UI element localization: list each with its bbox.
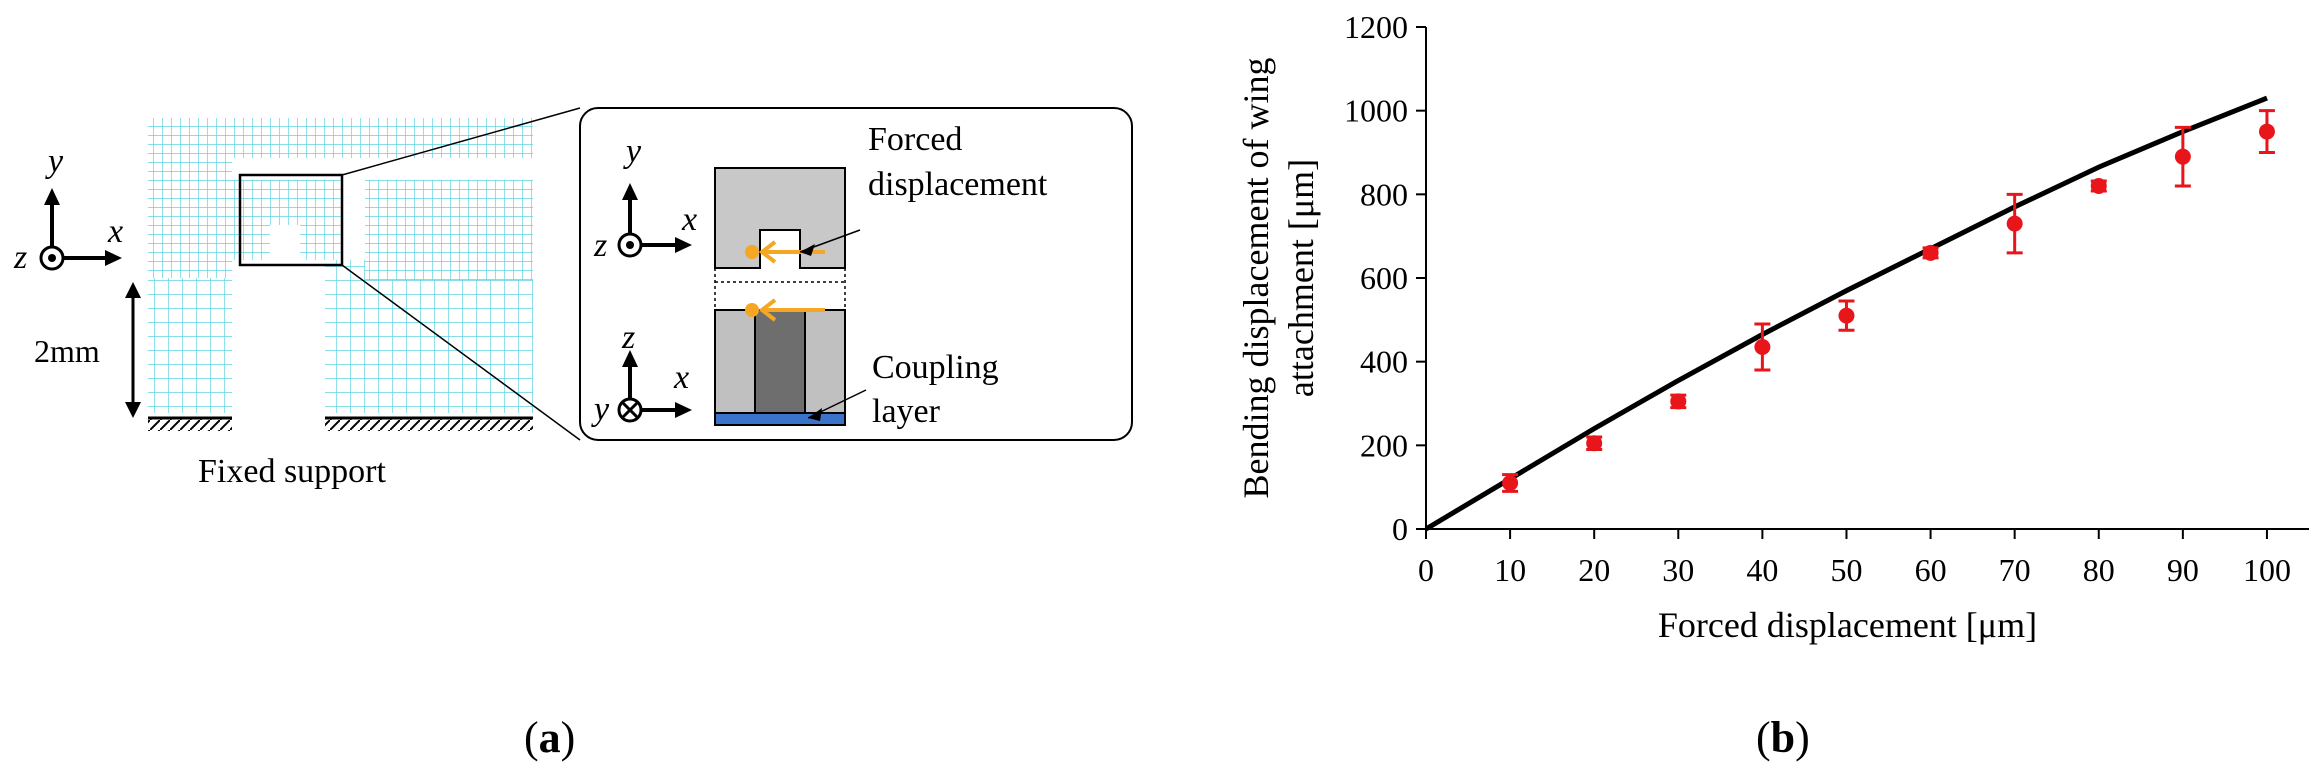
- panel-a-label: (a): [524, 713, 575, 762]
- x-tick-label: 70: [1999, 552, 2031, 588]
- axis-label-y: y: [45, 143, 64, 180]
- force-arrow-top: [745, 240, 825, 264]
- x-tick-label: 0: [1418, 552, 1434, 588]
- data-point: [1754, 339, 1771, 356]
- force-arrow-bottom: [745, 298, 825, 322]
- panel-a-diagram: y z x 2mm Fixed support y: [13, 107, 1133, 762]
- y-tick-label: 1000: [1344, 93, 1408, 129]
- mesh-structure: [148, 118, 533, 413]
- data-point: [1922, 244, 1939, 261]
- data-point: [2090, 177, 2107, 194]
- x-tick-label: 60: [1915, 552, 1947, 588]
- data-point: [1838, 307, 1855, 324]
- fixed-support-right: [325, 416, 533, 431]
- scale-bar: [125, 282, 141, 418]
- y-tick-label: 400: [1360, 344, 1408, 380]
- inset-top-axis-x: x: [681, 201, 697, 238]
- data-point: [1502, 474, 1519, 491]
- data-point: [1586, 435, 1603, 452]
- inset-bottom-axis-y: y: [591, 391, 610, 428]
- x-tick-label: 10: [1494, 552, 1526, 588]
- inset-top-view-shape: [714, 167, 846, 269]
- inset-forced-label-2: displacement: [868, 166, 1048, 203]
- side-view-center: [754, 309, 806, 414]
- y-axis-label-line1: Bending displacement of wing: [1236, 58, 1276, 499]
- data-point: [2174, 148, 2191, 165]
- y-tick-label: 0: [1392, 511, 1408, 547]
- inset-bottom-axis-z: z: [621, 319, 635, 356]
- inset-bottom-axes: [617, 350, 692, 423]
- y-tick-label: 200: [1360, 427, 1408, 463]
- x-tick-label: 20: [1578, 552, 1610, 588]
- coupling-layer: [714, 412, 846, 426]
- x-tick-label: 40: [1746, 552, 1778, 588]
- x-tick-label: 100: [2243, 552, 2291, 588]
- fixed-support-left: [148, 416, 232, 431]
- y-tick-label: 800: [1360, 176, 1408, 212]
- axis-label-x: x: [107, 213, 123, 250]
- fixed-support-label: Fixed support: [198, 453, 387, 490]
- chart-panel-b: 0 200 400 600 800 1000 1200 0 10 20 30 40 50 60 70 80 90…: [1236, 9, 2309, 645]
- axis-label-z: z: [13, 239, 27, 276]
- data-point: [1670, 393, 1687, 410]
- inset-top-axes: [617, 183, 692, 258]
- inset-bottom-axis-x: x: [673, 359, 689, 396]
- side-view-left: [714, 309, 756, 414]
- side-view-right: [804, 309, 846, 414]
- zoom-region-box: [238, 173, 344, 267]
- x-tick-label: 50: [1830, 552, 1862, 588]
- y-tick-label: 1200: [1344, 9, 1408, 45]
- y-axis-label-line2: attachment [μm]: [1281, 159, 1321, 397]
- x-tick-label: 90: [2167, 552, 2199, 588]
- data-point: [2006, 215, 2023, 232]
- data-point: [2258, 123, 2275, 140]
- inset-top-axis-z: z: [593, 227, 607, 264]
- scale-label: 2mm: [34, 333, 100, 369]
- x-axis-label: Forced displacement [μm]: [1658, 605, 2037, 645]
- x-tick-label: 30: [1662, 552, 1694, 588]
- inset-coupling-label-2: layer: [872, 393, 941, 430]
- panel-b-label: (b): [1756, 713, 1810, 762]
- y-tick-label: 600: [1360, 260, 1408, 296]
- x-tick-label: 80: [2083, 552, 2115, 588]
- coord-axes-icon: [39, 188, 122, 271]
- inset-frame: [579, 107, 1133, 441]
- inset-forced-label-1: Forced: [868, 121, 962, 158]
- simulation-curve: [1424, 95, 2268, 532]
- inset-coupling-label-1: Coupling: [872, 349, 999, 386]
- inset-top-axis-y: y: [623, 133, 642, 170]
